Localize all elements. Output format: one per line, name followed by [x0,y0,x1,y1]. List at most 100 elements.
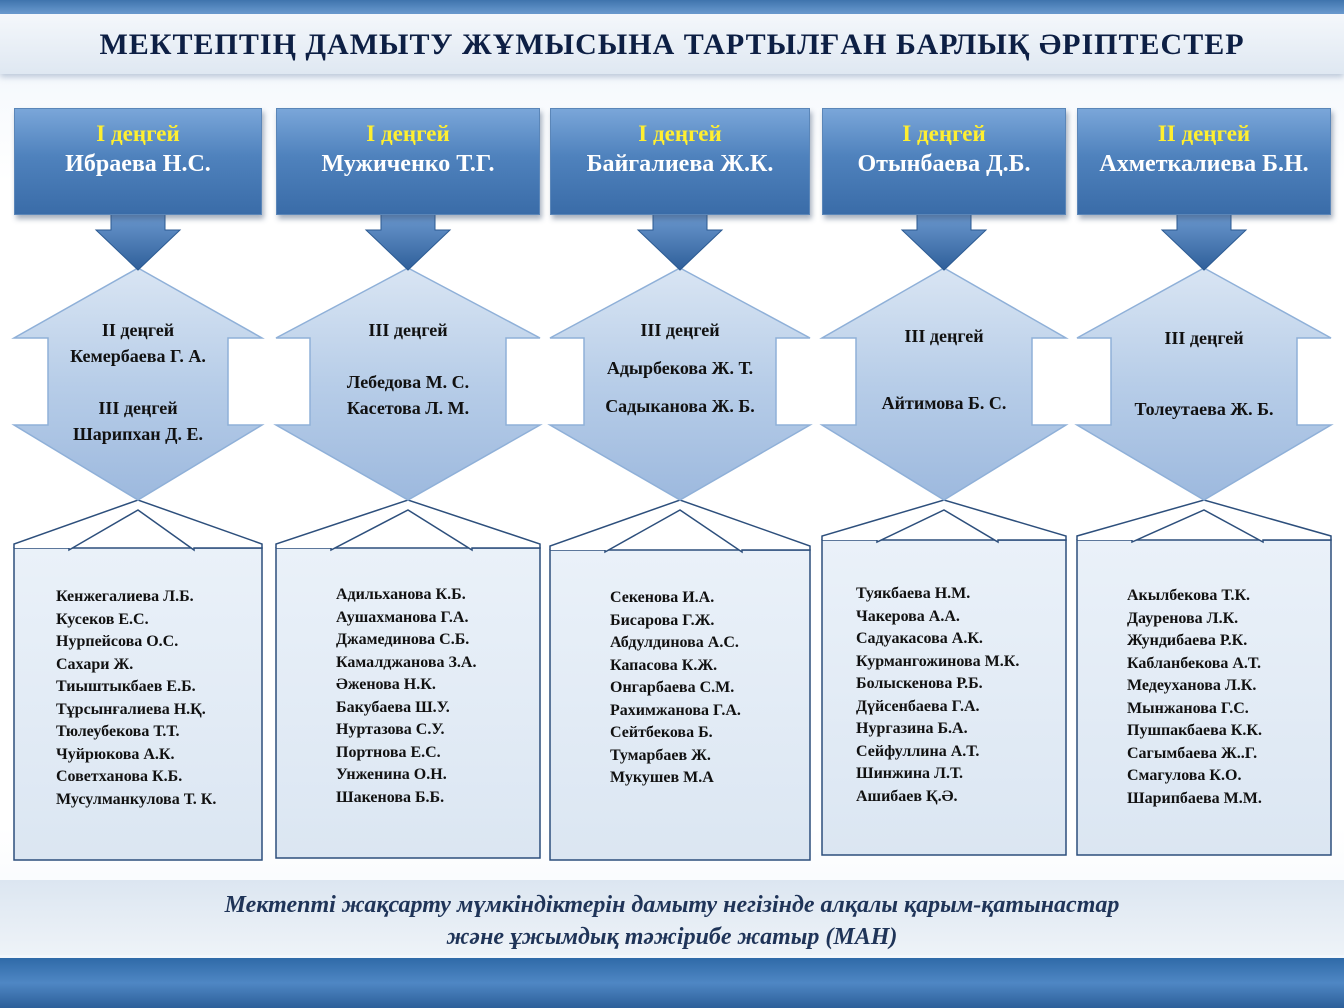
list-item: Чакерова А.А. [856,607,960,625]
page-title: МЕКТЕПТІҢ ДАМЫТУ ЖҰМЫСЫНА ТАРТЫЛҒАН БАРЛ… [99,28,1245,61]
bottom-accent-bar [0,958,1344,1008]
list-item: Мынжанова Г.С. [1127,699,1249,717]
head-level-label: І деңгей [96,121,180,146]
double-arrow-4 [819,267,1069,501]
mid-level-label: ІІІ деңгей [904,326,984,346]
mid-person-name: Шарипхан Д. Е. [72,424,204,444]
title-banner [0,14,1344,74]
footer-line-2: және ұжымдық тәжірибе жатыр (МАН) [446,924,898,950]
mid-person-name: Толеутаева Ж. Б. [1134,399,1274,419]
list-item: Секенова И.А. [610,589,715,606]
mid-person-name: Адырбекова Ж. Т. [606,358,754,378]
head-person-name: Ахметкалиева Б.Н. [1099,151,1309,177]
list-item: Медеуханова Л.К. [1127,677,1257,694]
list-item: Шакенова Б.Б. [336,788,445,806]
list-item: Туякбаева Н.М. [856,585,971,602]
footer-line-1: Мектепті жақсарту мүмкіндіктерін дамыту … [224,892,1120,918]
list-box-tab-3 [549,499,811,554]
staff-list-5: Акылбекова Т.К. Дауренова Л.К. Жундибаева … [1127,585,1262,810]
list-item: Рахимжанова Г.А. [610,701,741,719]
mid-level-label: ІІІ деңгей [98,398,178,418]
head-person-name: Байгалиева Ж.К. [586,151,774,177]
list-item: Әженова Н.К. [336,676,436,693]
mid-person-name: Садыканова Ж. Б. [605,396,755,416]
down-arrow-3 [636,212,724,271]
double-arrow-1 [11,267,265,501]
mid-level-label: ІІ деңгей [101,320,175,340]
list-item: Акылбекова Т.К. [1127,587,1251,604]
list-item: Аушахманова Г.А. [336,608,469,626]
list-item: Тюлеубекова Т.Т. [56,723,180,740]
list-box-tab-1 [13,499,263,552]
head-person-name: Ибраева Н.С. [65,151,211,177]
list-item: Жундибаева Р.К. [1127,632,1248,649]
list-item: Курмангожинова М.К. [856,652,1020,670]
top-accent-bar [0,0,1344,14]
list-item: Адильханова К.Б. [336,586,466,603]
staff-list-4: Туякбаева Н.М. Чакерова А.А. Садуакасова А… [856,583,1019,808]
list-item: Кусеков Е.С. [56,610,149,628]
list-item: Бисарова Г.Ж. [610,611,715,629]
list-item: Сагымбаева Ж..Г. [1127,744,1258,762]
list-item: Сахари Ж. [56,655,134,673]
list-item: Чуйрюкова А.К. [56,745,175,763]
list-item: Нурпейсова О.С. [56,633,179,650]
list-item: Сейфуллина А.Т. [856,742,980,760]
list-item: Ашибаев Қ.Ә. [856,787,958,805]
list-item: Нуртазова С.У. [336,721,445,738]
list-item: Тиыштыкбаев Е.Б. [56,678,196,695]
list-item: Шарипбаева М.М. [1127,789,1262,807]
footer-banner: Мектепті жақсарту мүмкіндіктерін дамыту … [0,880,1344,955]
staff-list-3: Секенова И.А.Бисарова Г.Ж.Абдулдинова А.… [610,587,741,790]
list-item: Камалджанова З.А. [336,653,477,671]
list-box-tab-2 [275,499,541,552]
list-item: Бакубаева Ш.У. [336,698,450,716]
down-arrow-2 [364,212,452,271]
double-arrow-3 [547,267,813,501]
list-item: Дүйсенбаева Г.А. [856,697,980,715]
list-item: Советханова К.Б. [56,768,183,785]
list-item: Онгарбаева С.М. [610,679,735,696]
double-arrow-5 [1074,267,1334,501]
list-item: Нургазина Б.А. [856,720,968,737]
mid-person-name: Кемербаева Г. А. [70,346,206,366]
list-box-1 [13,547,263,861]
list-item: Пушпакбаева К.К. [1127,722,1262,739]
mid-level-label: ІІІ деңгей [368,320,448,340]
down-arrow-4 [900,212,988,271]
list-box-3 [549,549,811,861]
list-item: Смагулова К.О. [1127,767,1242,784]
list-box-4 [821,539,1067,856]
head-level-label: І деңгей [366,121,450,146]
mid-person-name: Айтимова Б. С. [881,393,1007,413]
list-box-tab-4 [821,499,1067,544]
list-item: Капасова К.Ж. [610,656,718,674]
head-person-name: Мужиченко Т.Г. [321,151,495,177]
mid-level-label: ІІІ деңгей [1164,328,1244,348]
staff-list-2: Адильханова К.Б. Аушахманова Г.А. Джамедин… [336,584,476,809]
list-item: Тумарбаев Ж. [610,746,711,764]
down-arrow-1 [94,212,182,271]
mid-person-name: Касетова Л. М. [346,398,470,418]
list-item: Кенжегалиева Л.Б. [56,588,194,605]
head-level-label: І деңгей [638,121,722,146]
head-level-label: І деңгей [902,121,986,146]
list-item: Болыскенова Р.Б. [856,675,983,692]
list-item: Джамединова С.Б. [336,631,470,648]
down-arrow-5 [1160,212,1248,271]
head-level-label: ІІ деңгей [1157,121,1251,146]
list-item: Мусулманкулова Т. К. [56,790,217,808]
staff-list-1: Кенжегалиева Л.Б. Кусеков Е.С. Нурпейсова … [56,586,216,811]
list-box-5 [1076,539,1332,856]
list-item: Тұрсынғалиева Н.Қ. [56,700,206,718]
head-person-name: Отынбаева Д.Б. [857,151,1031,177]
list-item: Мукушев М.А [610,769,714,786]
list-item: Садуакасова А.К. [856,630,983,647]
list-item: Унженина О.Н. [336,766,447,783]
mid-level-label: ІІІ деңгей [640,320,720,340]
list-item: Дауренова Л.К. [1127,609,1239,627]
